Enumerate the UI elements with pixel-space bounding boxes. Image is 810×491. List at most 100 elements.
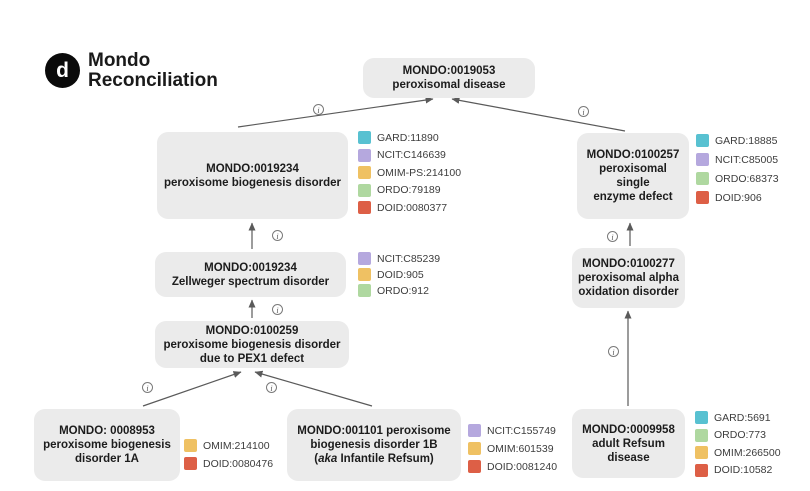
ordo-swatch	[358, 284, 371, 297]
edge-single-enzyme-to-peroxisomal-disease	[451, 96, 626, 132]
info-icon: i	[313, 104, 324, 115]
info-icon: i	[272, 304, 283, 315]
annotation-label: DOID:0081240	[487, 460, 558, 473]
node-peroxisome-biogenesis-disorder: MONDO:0019234 peroxisome biogenesis diso…	[157, 132, 348, 219]
annotation-item: NCIT:C85239	[358, 252, 440, 265]
info-icon: i	[578, 106, 589, 117]
annotation-label: DOID:10582	[714, 464, 773, 476]
annotation-item: OMIM:266500	[695, 446, 781, 459]
figure-title: Mondo Reconciliation	[88, 51, 218, 91]
node-zellweger-spectrum-disorder: MONDO:0019234 Zellweger spectrum disorde…	[155, 252, 346, 297]
annotation-item: OMIM:214100	[184, 439, 273, 452]
node-label: peroxisome biogenesis disorder	[163, 176, 342, 189]
gard-swatch	[696, 134, 709, 147]
annotation-label: GARD:11890	[377, 131, 439, 144]
annotation-label: DOID:0080377	[377, 201, 448, 214]
edge-1a-to-pex1	[142, 371, 242, 407]
annotation-list: GARD:5691 ORDO:773 OMIM:266500 DOID:1058…	[695, 411, 781, 477]
node-label: peroxisomal alpha	[578, 272, 679, 284]
annotation-item: ORDO:773	[695, 428, 781, 442]
node-label: disorder 1A	[75, 453, 139, 465]
node-id: MONDO:0019234	[206, 162, 299, 175]
node-label: adult Refsum	[592, 437, 665, 450]
node-label: peroxisomal single	[599, 163, 667, 189]
node-label: disease	[607, 451, 650, 464]
annotation-item: NCIT:C155749	[468, 424, 557, 437]
node-id: MONDO:001101 peroxisome	[297, 425, 451, 437]
annotation-label: DOID:905	[377, 268, 424, 281]
ncit-swatch	[358, 252, 371, 265]
annotation-item: ORDO:68373	[696, 172, 779, 185]
annotation-list: GARD:11890 NCIT:C146639 OMIM-PS:214100 O…	[358, 131, 461, 214]
node-label: due to PEX1 defect	[199, 352, 305, 365]
node-label-part: Infantile Refsum)	[337, 453, 434, 465]
annotation-label: ORDO:773	[714, 429, 766, 441]
node-label-italic: aka	[318, 453, 338, 465]
node-pbd-due-to-pex1-defect: MONDO:0100259 peroxisome biogenesis diso…	[155, 321, 349, 368]
node-adult-refsum-disease: MONDO:0009958 adult Refsum disease	[572, 409, 685, 478]
node-id: MONDO:0019234	[204, 261, 297, 274]
annotation-label: GARD:5691	[714, 411, 771, 424]
ncit-swatch	[696, 153, 709, 166]
node-label: biogenesis disorder 1B	[310, 439, 438, 451]
annotation-item: DOID:10582	[695, 463, 781, 477]
gard-swatch	[695, 411, 708, 424]
node-id: MONDO:0100277	[582, 258, 675, 270]
annotation-item: DOID:0081240	[468, 460, 557, 473]
node-peroxisomal-alpha-oxidation-disorder: MONDO:0100277 peroxisomal alpha oxidatio…	[572, 248, 685, 308]
annotation-item: OMIM-PS:214100	[358, 166, 461, 179]
annotation-label: ORDO:68373	[715, 172, 779, 185]
node-label: peroxisomal disease	[392, 79, 506, 91]
ncit-swatch	[358, 148, 371, 162]
node-id: MONDO:0019053	[402, 65, 496, 77]
ordo-swatch	[696, 172, 709, 185]
annotation-label: NCIT:C146639	[377, 149, 446, 161]
omim-swatch	[358, 166, 371, 179]
panel-letter: d	[56, 58, 69, 82]
edge-pbd-to-peroxisomal-disease	[237, 96, 434, 128]
panel-letter-badge: d	[45, 53, 80, 88]
annotation-label: GARD:18885	[715, 134, 778, 147]
annotation-label: ORDO:79189	[377, 184, 441, 196]
annotation-item: ORDO:912	[358, 284, 440, 297]
annotation-list: NCIT:C85239 DOID:905 ORDO:912	[358, 252, 440, 297]
annotation-item: GARD:5691	[695, 411, 781, 424]
annotation-item: ORDO:79189	[358, 183, 461, 197]
node-label-part: (	[314, 453, 319, 465]
node-id: MONDO:0100259	[205, 324, 299, 337]
annotation-label: OMIM:601539	[487, 442, 554, 455]
ordo-swatch	[358, 183, 371, 197]
node-id: MONDO:0100257	[586, 149, 680, 161]
node-label: (aka Infantile Refsum)	[314, 452, 434, 466]
annotation-label: ORDO:912	[377, 284, 429, 297]
node-label: oxidation disorder	[578, 286, 679, 298]
annotation-list: GARD:18885 NCIT:C85005 ORDO:68373 DOID:9…	[696, 134, 779, 204]
annotation-item: NCIT:C146639	[358, 148, 461, 162]
doid-swatch	[358, 201, 371, 214]
node-peroxisomal-disease: MONDO:0019053 peroxisomal disease	[363, 58, 535, 98]
node-pbd-disorder-1b: MONDO:001101 peroxisome biogenesis disor…	[287, 409, 461, 481]
node-peroxisomal-single-enzyme-defect: MONDO:0100257 peroxisomal single enzyme …	[577, 133, 689, 219]
annotation-label: NCIT:C155749	[487, 424, 556, 437]
annotation-item: GARD:18885	[696, 134, 779, 147]
info-icon: i	[266, 382, 277, 393]
figure-title-line1: Mondo	[88, 50, 151, 71]
omim-swatch	[468, 442, 481, 455]
annotation-label: NCIT:C85239	[377, 252, 441, 265]
annotation-item: OMIM:601539	[468, 442, 557, 455]
doid-swatch	[695, 463, 708, 477]
ordo-swatch	[695, 428, 708, 442]
node-label: Zellweger spectrum disorder	[171, 275, 330, 288]
annotation-item: DOID:906	[696, 191, 779, 204]
node-label: enzyme defect	[593, 191, 673, 203]
omim-swatch	[695, 446, 708, 459]
annotation-label: DOID:906	[715, 191, 762, 204]
annotation-item: DOID:0080377	[358, 201, 461, 214]
annotation-label: OMIM-PS:214100	[377, 166, 462, 179]
info-icon: i	[608, 346, 619, 357]
ncit-swatch	[468, 424, 481, 437]
annotation-item: DOID:905	[358, 268, 440, 281]
node-id: MONDO:0009958	[582, 423, 675, 436]
info-icon: i	[272, 230, 283, 241]
